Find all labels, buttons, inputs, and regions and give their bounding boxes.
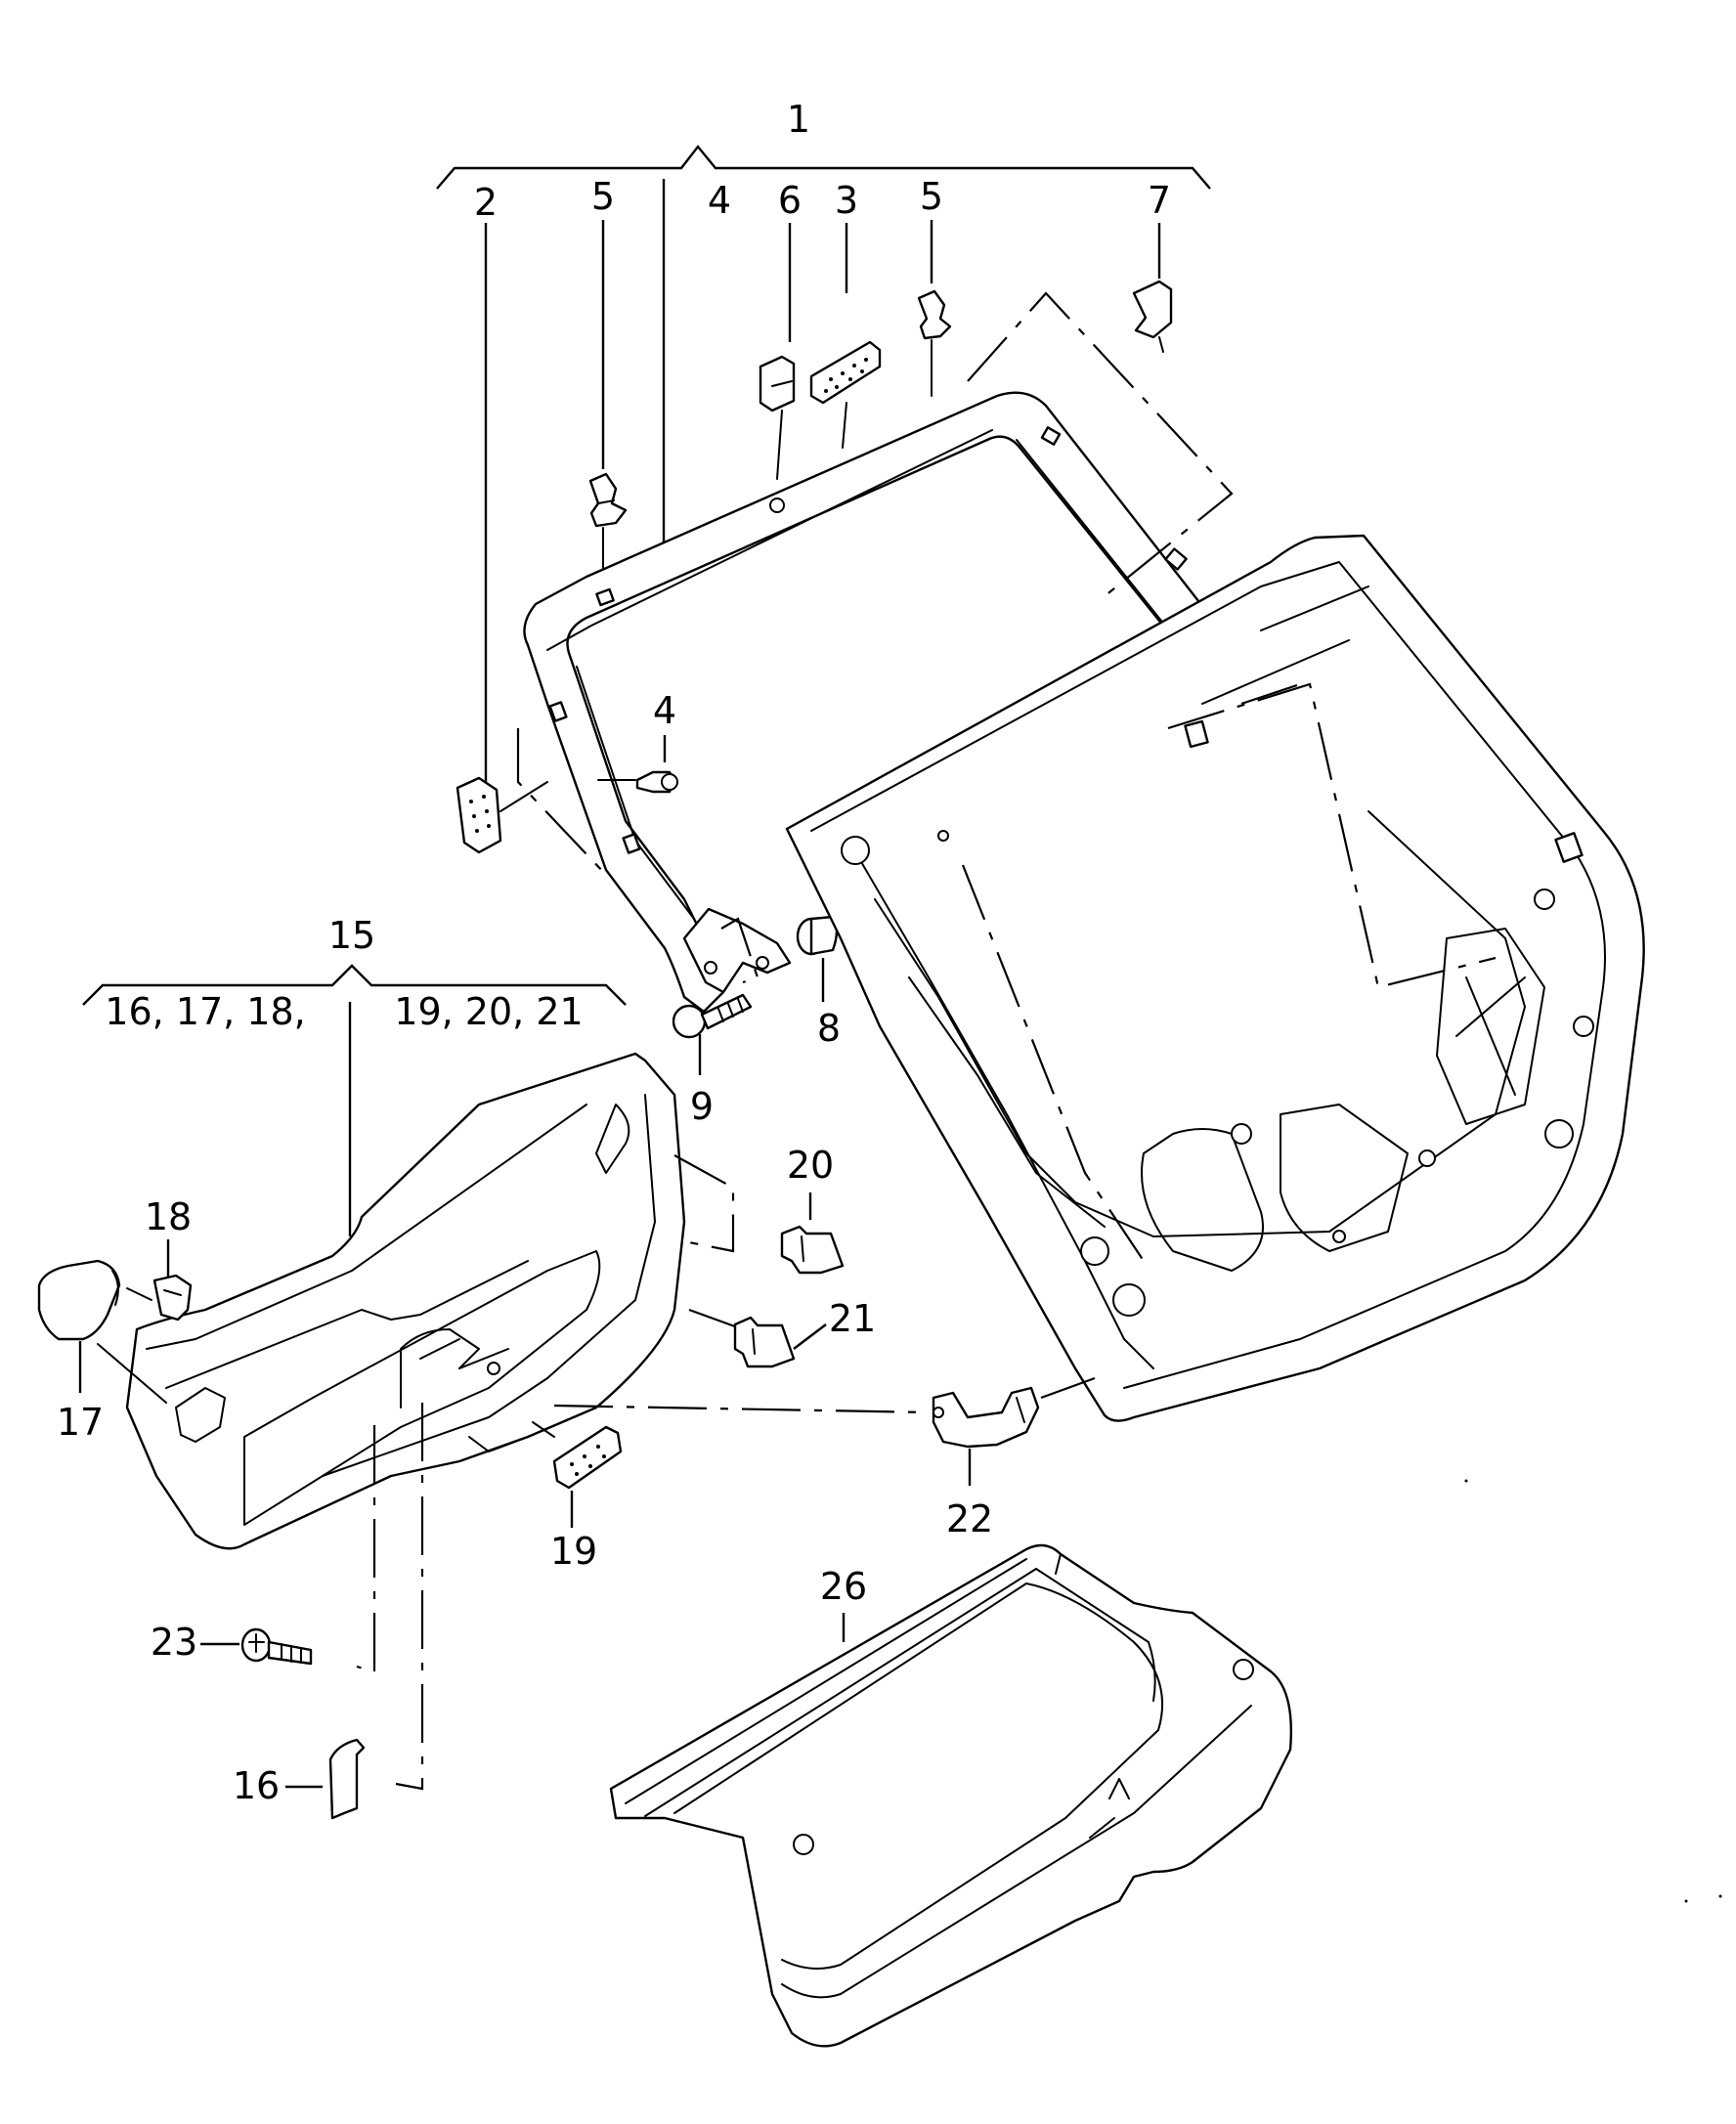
callout-16: 16 xyxy=(233,1764,280,1807)
callout-15: 15 xyxy=(328,914,375,957)
brace-15 xyxy=(82,964,627,1006)
dash-handle-22 xyxy=(553,1404,930,1414)
callout-17: 17 xyxy=(57,1401,104,1444)
screw-23: 23 xyxy=(151,1621,313,1666)
clip-6 xyxy=(759,355,796,480)
callout-9: 9 xyxy=(690,1085,714,1128)
clip-18: 18 xyxy=(126,1195,193,1322)
foam-pad-2 xyxy=(456,776,548,854)
cover-17: 17 xyxy=(37,1259,167,1444)
top-callouts: 2 5 4 6 3 5 7 xyxy=(474,175,1171,782)
speck xyxy=(1684,1899,1688,1903)
tailgate-shell xyxy=(785,534,1645,1422)
screw-9: 9 xyxy=(672,917,760,1128)
group-brace-15: 15 16, 17, 18, 19, 20, 21 xyxy=(82,914,627,1236)
seal-frame xyxy=(523,391,1224,1014)
clip-20: 20 xyxy=(780,1144,845,1275)
dash-foam-pad-2 xyxy=(516,728,607,876)
callout-15-group-right: 19, 20, 21 xyxy=(394,990,583,1033)
callout-8: 8 xyxy=(817,1007,841,1050)
spacer-8: 8 xyxy=(796,915,841,1050)
handle-bracket-22: 22 xyxy=(932,1376,1096,1540)
callout-19: 19 xyxy=(550,1530,597,1573)
dash-hinge xyxy=(961,864,1145,1262)
foam-pad-19: 19 xyxy=(532,1421,623,1573)
clip-5-right xyxy=(917,289,952,397)
speck xyxy=(1464,1479,1468,1483)
callout-7: 7 xyxy=(1148,179,1171,222)
dash-upper xyxy=(1240,682,1301,706)
clip-21: 21 xyxy=(733,1297,876,1368)
clip-7 xyxy=(1132,280,1173,353)
brace-1 xyxy=(436,145,1211,190)
callout-20: 20 xyxy=(787,1144,834,1187)
callout-4-top: 4 xyxy=(708,179,731,222)
dash-cap-16 xyxy=(395,1403,424,1791)
callout-21: 21 xyxy=(829,1297,876,1340)
speck xyxy=(1718,1894,1722,1898)
dash-rivet-10 xyxy=(1167,682,1497,989)
callout-5-left: 5 xyxy=(591,175,615,218)
dash-clip-20 xyxy=(673,1154,735,1253)
cap-16: 16 xyxy=(233,1738,366,1820)
callout-23: 23 xyxy=(151,1621,197,1664)
dash-screw-23 xyxy=(356,1425,376,1673)
callout-2: 2 xyxy=(474,181,498,224)
callout-4-mid: 4 xyxy=(653,689,676,732)
callout-5-right: 5 xyxy=(920,175,943,218)
group-brace-1: 1 xyxy=(436,98,1211,190)
callout-22: 22 xyxy=(946,1497,993,1540)
callout-18: 18 xyxy=(145,1195,192,1238)
clip-4: 4 xyxy=(597,689,678,794)
callout-6: 6 xyxy=(778,179,802,222)
trim-panel-15 xyxy=(125,1052,686,1550)
callout-1: 1 xyxy=(787,98,810,141)
callout-26: 26 xyxy=(820,1565,867,1608)
foam-pad-3 xyxy=(809,340,882,449)
callout-3: 3 xyxy=(835,179,858,222)
parcel-shelf-26: 26 xyxy=(609,1543,1292,2048)
callout-15-group-left: 16, 17, 18, xyxy=(105,990,305,1033)
dash-clip-7 xyxy=(967,291,1234,597)
